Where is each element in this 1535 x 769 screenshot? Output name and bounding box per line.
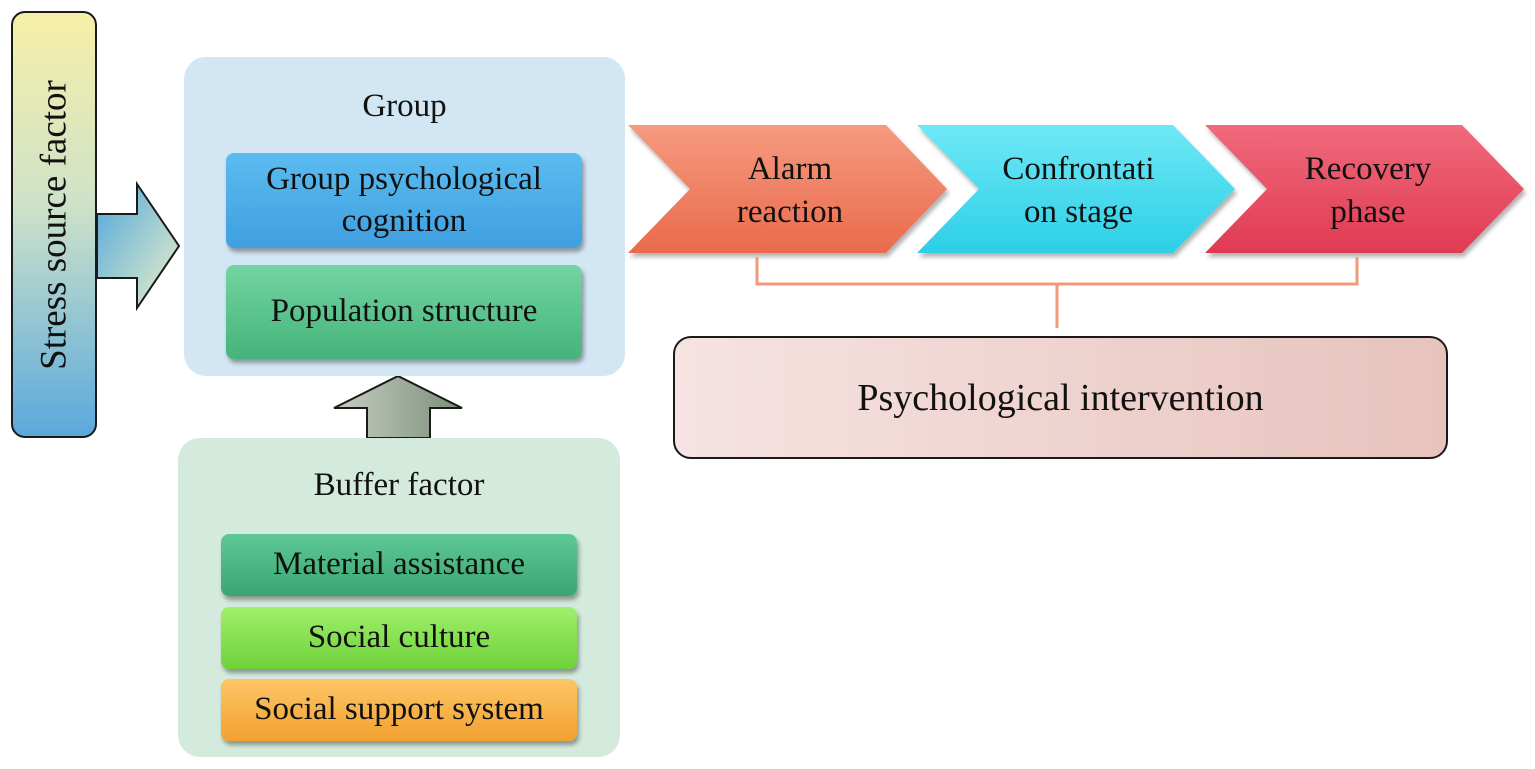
stress-source-bar: Stress source factor [11,11,97,438]
confrontation-stage-label: Confrontati on stage [976,128,1181,253]
social-culture-box: Social culture [221,607,577,669]
arrow-up-icon [333,374,463,439]
alarm-chevron [628,125,947,253]
buffer-title: Buffer factor [313,467,485,503]
confrontation-line-2: on stage [1023,193,1134,230]
social-support-box: Social support system [221,679,577,741]
psychological-intervention-box: Psychological intervention [673,336,1448,459]
group-title: Group [362,88,447,124]
material-assistance-box: Material assistance [221,534,577,596]
group-cognition-box: Group psychological cognition [226,153,582,248]
stage-bracket [755,257,1359,328]
recovery-stage-label: Recovery phase [1263,128,1473,253]
recovery-chevron [1205,125,1524,253]
recovery-line-1: Recovery [1304,150,1432,187]
confrontation-chevron [917,125,1235,253]
cognition-line-1: Group psychological [266,161,542,198]
cognition-line-2: cognition [341,202,467,239]
stress-source-label: Stress source factor [33,79,75,370]
alarm-line-1: Alarm [747,150,833,187]
arrow-right-icon [96,180,181,312]
alarm-stage-label: Alarm reaction [690,128,890,253]
alarm-line-2: reaction [736,193,844,230]
confrontation-line-1: Confrontati [1002,150,1155,187]
recovery-line-2: phase [1330,193,1406,230]
population-structure-box: Population structure [226,265,582,359]
